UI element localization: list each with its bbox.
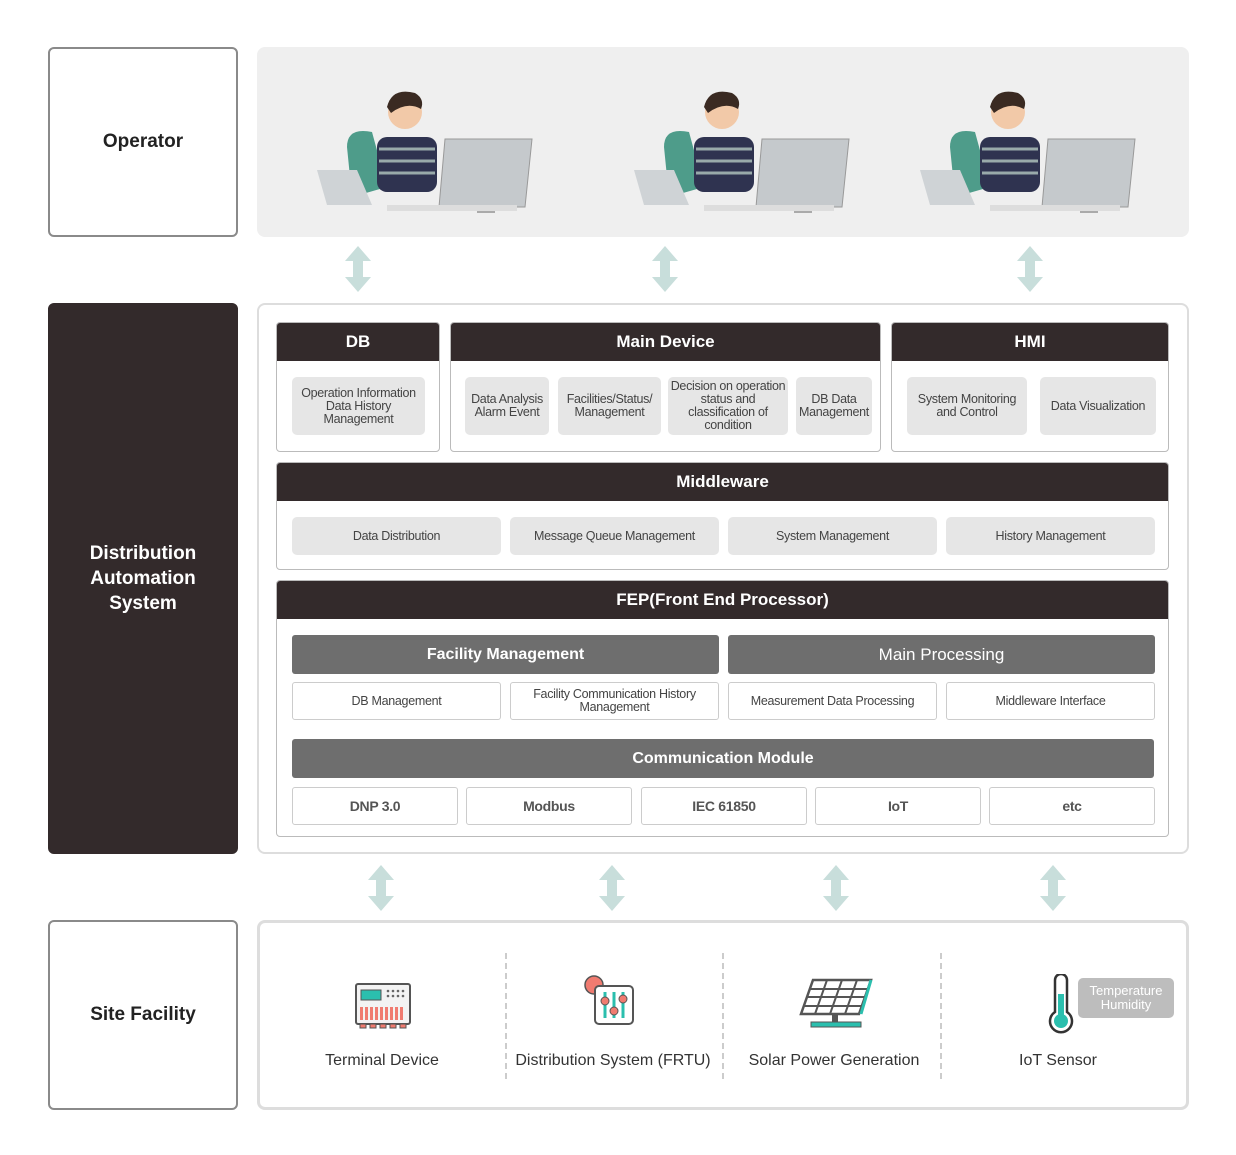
bidirectional-arrow-icon	[652, 246, 678, 292]
middleware-box: Middleware Data Distribution Message Que…	[276, 462, 1169, 570]
protocol-item: Modbus	[466, 787, 632, 825]
main-device-item: Decision on operation status and classif…	[668, 377, 788, 435]
bidirectional-arrow-icon	[599, 865, 625, 911]
operator-label: Operator	[48, 47, 238, 237]
bidirectional-arrow-icon	[1017, 246, 1043, 292]
site-item-label: IoT Sensor	[1019, 1052, 1097, 1069]
thermometer-icon	[1048, 974, 1074, 1034]
main-device-item: Data Analysis Alarm Event	[465, 377, 549, 435]
das-label: Distribution Automation System	[48, 303, 238, 854]
site-item-label: Terminal Device	[325, 1052, 439, 1069]
bidirectional-arrow-icon	[368, 865, 394, 911]
db-title: DB	[277, 323, 439, 361]
operator-workstation-icon	[920, 90, 1137, 215]
protocol-item: IoT	[815, 787, 981, 825]
middleware-item: Message Queue Management	[510, 517, 719, 555]
hmi-item: System Monitoring and Control	[907, 377, 1027, 435]
fep-box: FEP(Front End Processor) Facility Manage…	[276, 580, 1169, 837]
terminal-device-icon	[355, 983, 411, 1029]
main-device-title: Main Device	[451, 323, 880, 361]
facility-management-item: DB Management	[292, 682, 501, 720]
protocol-item: IEC 61850	[641, 787, 807, 825]
protocol-item: etc	[989, 787, 1155, 825]
bidirectional-arrow-icon	[1040, 865, 1066, 911]
solar-panel-icon	[799, 978, 873, 1028]
bidirectional-arrow-icon	[823, 865, 849, 911]
site-facility-label: Site Facility	[48, 920, 238, 1110]
bidirectional-arrow-icon	[345, 246, 371, 292]
operator-panel	[257, 47, 1189, 237]
middleware-item: System Management	[728, 517, 937, 555]
iot-measure-badge: Temperature Humidity	[1078, 978, 1174, 1018]
facility-management-title: Facility Management	[292, 635, 719, 674]
middleware-item: Data Distribution	[292, 517, 501, 555]
main-processing-item: Middleware Interface	[946, 682, 1155, 720]
db-item: Operation Information Data History Manag…	[292, 377, 425, 435]
site-item-label: Distribution System (FRTU)	[515, 1052, 711, 1069]
hmi-box: HMI System Monitoring and Control Data V…	[891, 322, 1169, 452]
fep-title: FEP(Front End Processor)	[277, 581, 1168, 619]
divider	[722, 953, 724, 1079]
middleware-title: Middleware	[277, 463, 1168, 501]
main-device-box: Main Device Data Analysis Alarm Event Fa…	[450, 322, 881, 452]
divider	[940, 953, 942, 1079]
site-item-label: Solar Power Generation	[748, 1052, 920, 1069]
divider	[505, 953, 507, 1079]
communication-module-title: Communication Module	[292, 739, 1154, 778]
facility-management-item: Facility Communication History Managemen…	[510, 682, 719, 720]
main-processing-item: Measurement Data Processing	[728, 682, 937, 720]
operator-workstation-icon	[317, 91, 533, 213]
main-processing-title: Main Processing	[728, 635, 1155, 674]
main-device-item: Facilities/Status/ Management	[558, 377, 661, 435]
hmi-item: Data Visualization	[1040, 377, 1156, 435]
operator-workstation-icon	[634, 90, 851, 215]
main-device-item: DB Data Management	[796, 377, 872, 435]
middleware-item: History Management	[946, 517, 1155, 555]
control-panel-gear-icon	[584, 975, 634, 1025]
hmi-title: HMI	[892, 323, 1168, 361]
protocol-item: DNP 3.0	[292, 787, 458, 825]
db-box: DB Operation Information Data History Ma…	[276, 322, 440, 452]
